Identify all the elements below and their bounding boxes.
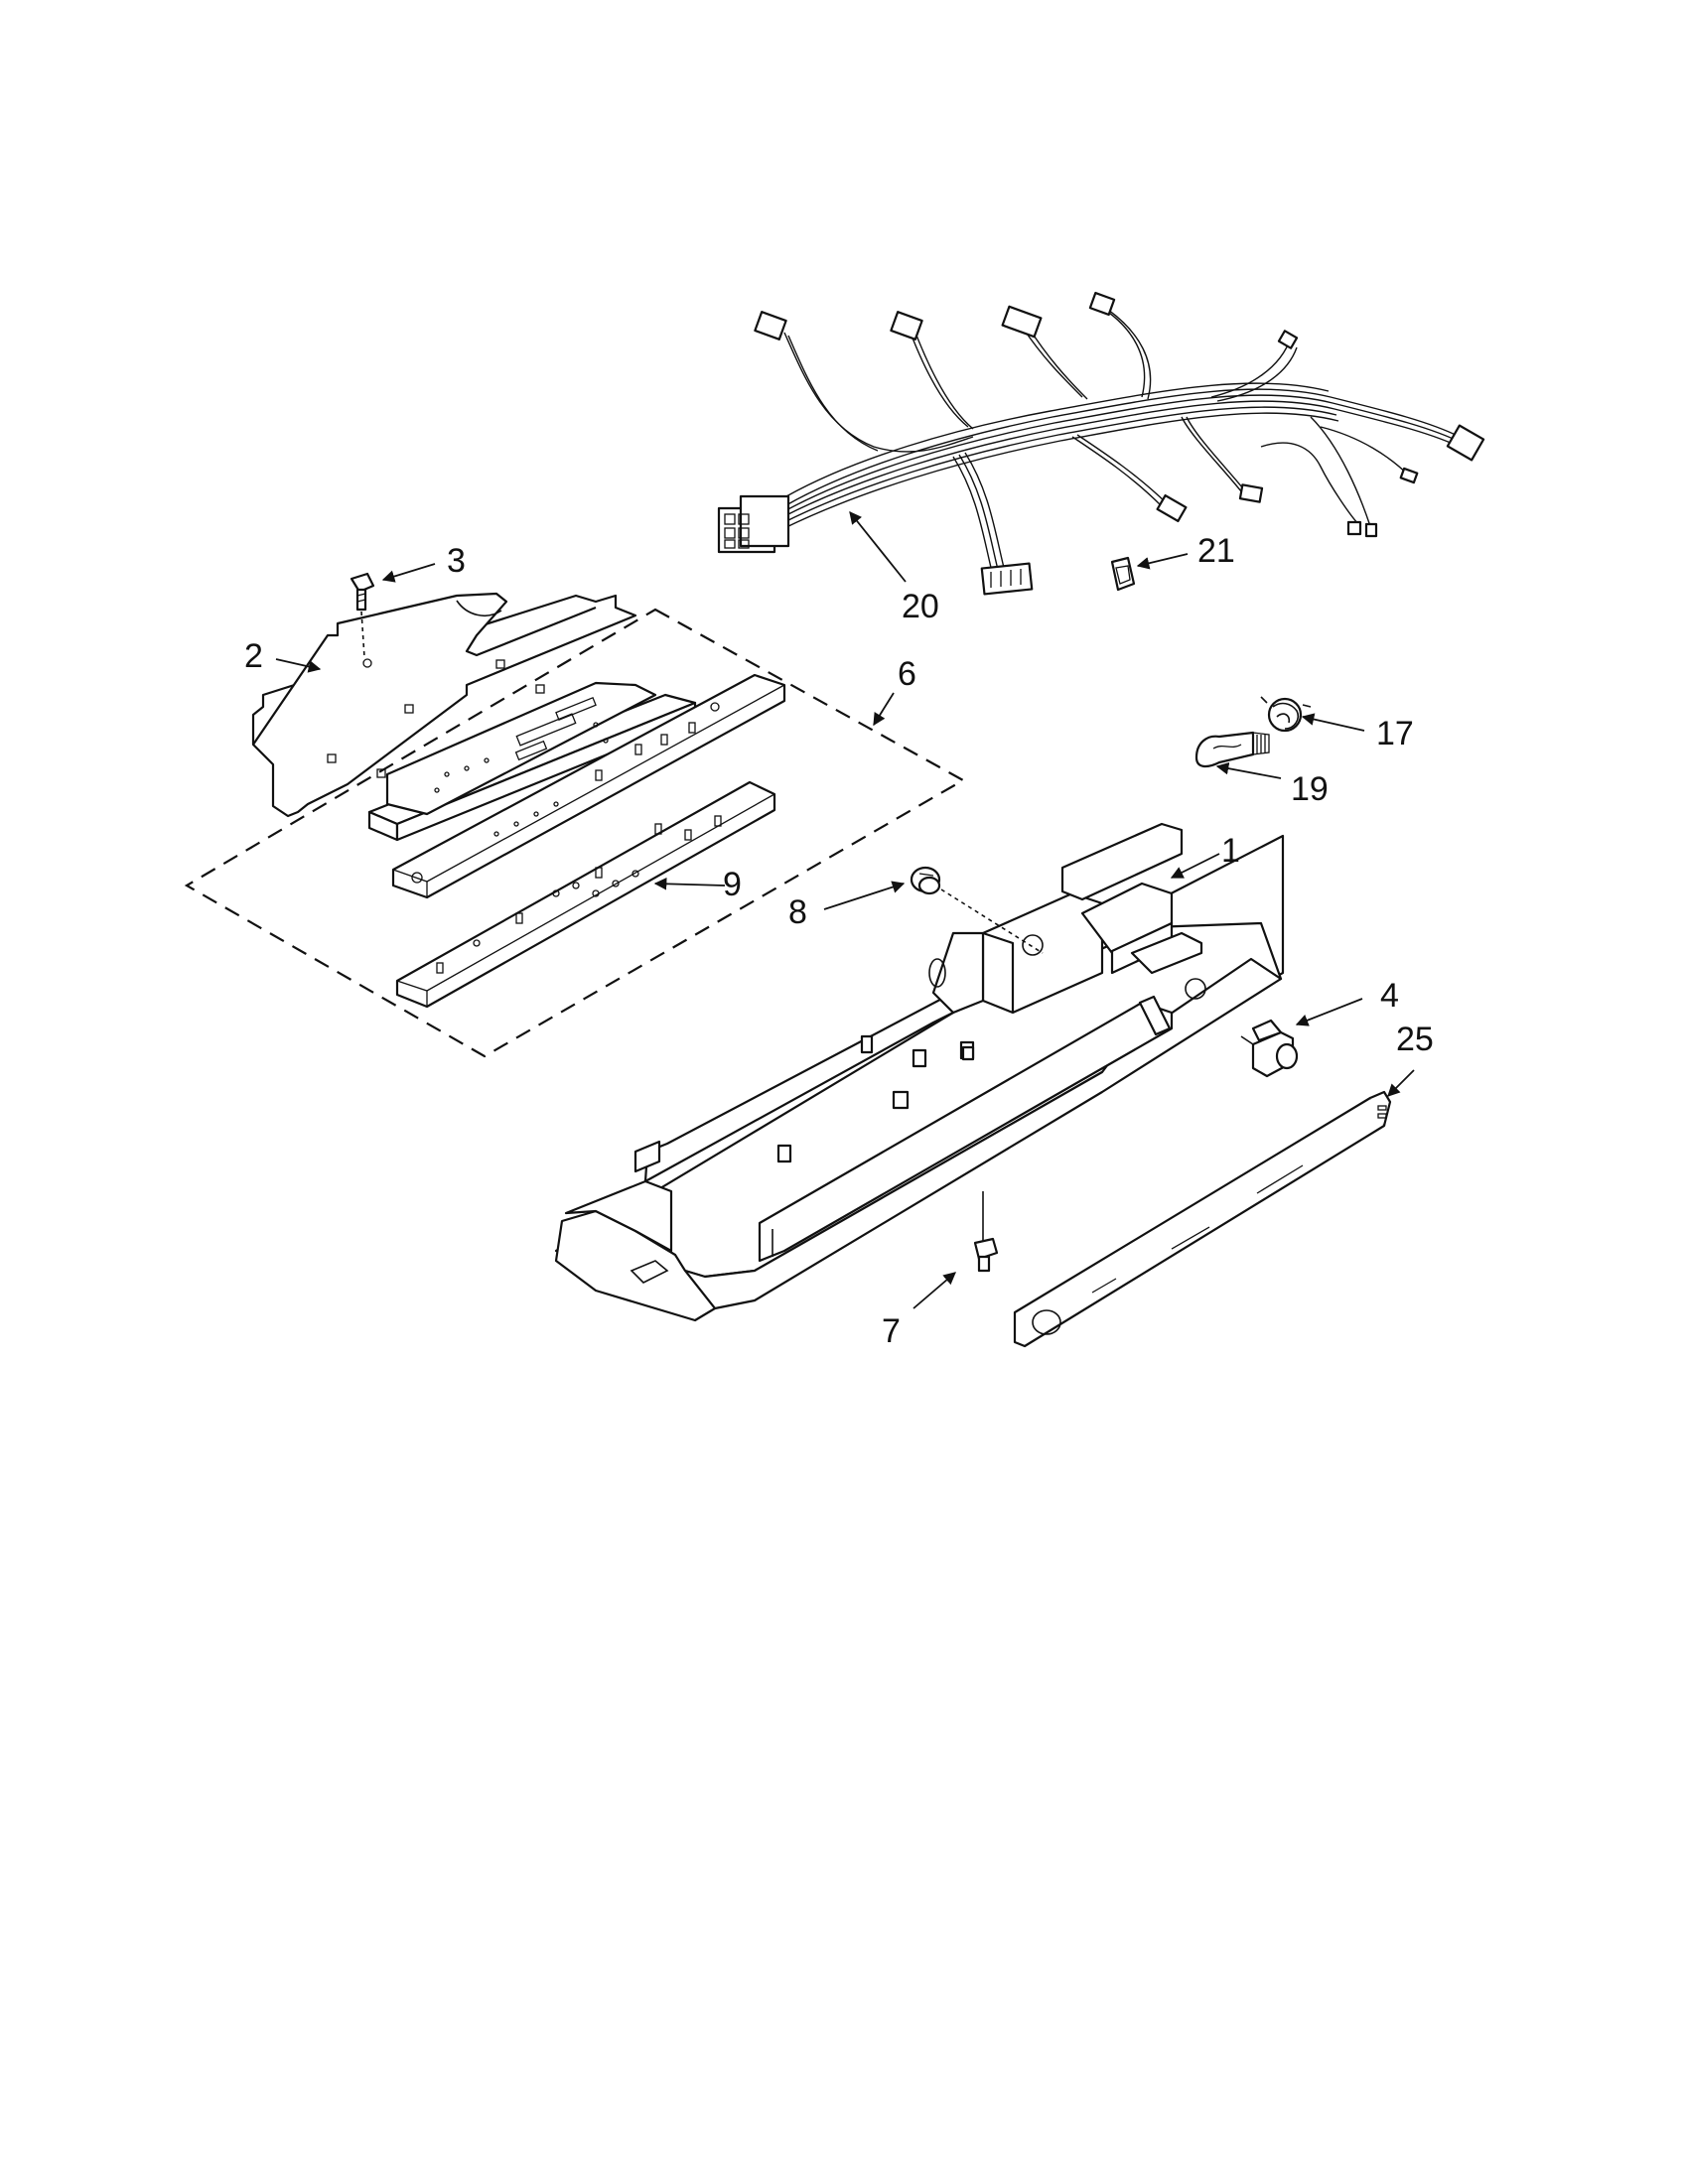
electronic-control-assembly-boundary (184, 608, 966, 1058)
callout-4: 4 (1380, 977, 1399, 1015)
wire-clip[interactable] (1110, 556, 1136, 592)
control-board-lower[interactable] (395, 780, 776, 1009)
callout-9: 9 (723, 866, 742, 903)
callout-25: 25 (1396, 1021, 1434, 1058)
lamp-socket[interactable] (1260, 696, 1312, 733)
callout-20: 20 (902, 588, 939, 625)
door-switch[interactable] (1240, 1019, 1299, 1078)
light-bulb[interactable] (1194, 731, 1270, 768)
callout-21: 21 (1197, 532, 1235, 570)
screw-7[interactable] (973, 1191, 999, 1273)
control-bracket[interactable] (251, 592, 637, 818)
control-board-upper[interactable] (367, 681, 697, 842)
callout-3: 3 (447, 542, 466, 580)
callout-17: 17 (1376, 715, 1414, 752)
control-overlay-panel[interactable] (1013, 1090, 1392, 1348)
callout-6: 6 (898, 655, 916, 693)
grommet[interactable] (910, 866, 1044, 954)
callouts: 1 2 3 4 6 7 8 9 17 19 20 21 25 (244, 511, 1434, 1350)
control-board-middle[interactable] (391, 673, 786, 899)
callout-2: 2 (244, 637, 263, 675)
callout-1: 1 (1221, 832, 1240, 870)
callout-19: 19 (1291, 770, 1329, 808)
callout-7: 7 (882, 1312, 901, 1350)
callout-8: 8 (788, 893, 807, 931)
harness-main-connector (717, 494, 790, 554)
screw-3[interactable] (350, 572, 375, 658)
wire-harness[interactable] (717, 291, 1485, 596)
